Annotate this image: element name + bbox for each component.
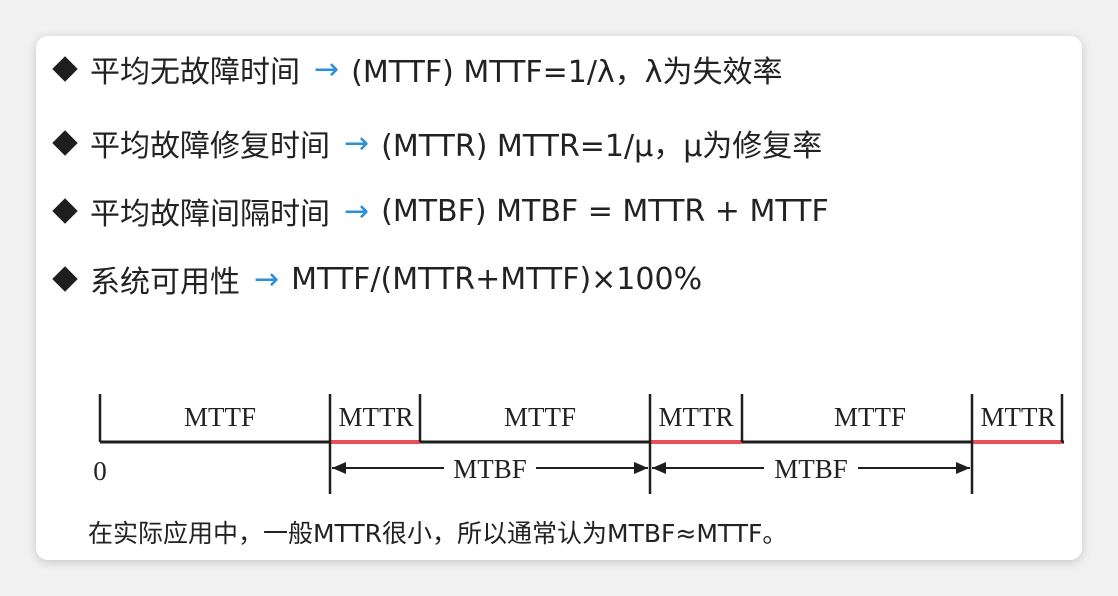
origin-label: 0 <box>93 456 107 486</box>
bullet-term: 系统可用性 <box>90 265 240 300</box>
mtbf-span-1-right-arrowhead-icon <box>634 462 648 474</box>
segment-label-mttr-2: MTTR <box>658 402 733 432</box>
right-arrow-icon: → <box>344 193 370 229</box>
diamond-bullet-icon <box>52 198 78 224</box>
bullet-definition: (MTTF) MTTF=1/λ，λ为失效率 <box>351 55 783 90</box>
bullet-availability: 系统可用性 → MTTF/(MTTR+MTTF)×100% <box>44 256 702 302</box>
segment-label-mttf-2: MTTF <box>504 402 576 432</box>
bullet-mtbf: 平均故障间隔时间 → (MTBF) MTBF = MTTR + MTTF <box>44 188 829 234</box>
bullet-mttr: 平均故障修复时间 → (MTTR) MTTR=1/μ，μ为修复率 <box>44 120 822 166</box>
bullet-definition: (MTBF) MTBF = MTTR + MTTF <box>381 193 829 229</box>
right-arrow-icon: → <box>344 125 370 161</box>
mtbf-span-1-left-arrowhead-icon <box>332 462 346 474</box>
mtbf-span-2-left-arrowhead-icon <box>652 462 666 474</box>
diamond-bullet-icon <box>52 130 78 156</box>
right-arrow-icon: → <box>314 51 340 87</box>
bullet-definition: MTTF/(MTTR+MTTF)×100% <box>291 261 703 297</box>
diamond-bullet-icon <box>52 56 78 82</box>
segment-label-mttf-3: MTTF <box>834 402 906 432</box>
mtbf-span-2-right-arrowhead-icon <box>956 462 970 474</box>
segment-label-mttr-1: MTTR <box>338 402 413 432</box>
segment-label-mttr-3: MTTR <box>980 402 1055 432</box>
bullet-term: 平均故障修复时间 <box>90 129 330 164</box>
mtbf-span-2-label: MTBF <box>774 454 848 484</box>
diamond-bullet-icon <box>52 266 78 292</box>
segment-label-mttf-1: MTTF <box>184 402 256 432</box>
footnote-text: 在实际应用中，一般MTTR很小，所以通常认为MTBF≈MTTF。 <box>88 519 788 548</box>
right-arrow-icon: → <box>254 261 280 297</box>
bullet-term: 平均故障间隔时间 <box>90 197 330 232</box>
mtbf-span-1-label: MTBF <box>453 454 527 484</box>
bullet-mttf: 平均无故障时间 → (MTTF) MTTF=1/λ，λ为失效率 <box>44 46 782 92</box>
timeline-diagram: MTTF MTTR MTTF MTTR MTTF MTTR 0 MTBF MTB… <box>93 394 1064 494</box>
bullet-term: 平均无故障时间 <box>90 55 300 90</box>
bullet-definition: (MTTR) MTTR=1/μ，μ为修复率 <box>381 129 823 164</box>
content-card: 平均无故障时间 → (MTTF) MTTF=1/λ，λ为失效率 平均故障修复时间… <box>36 36 1082 560</box>
